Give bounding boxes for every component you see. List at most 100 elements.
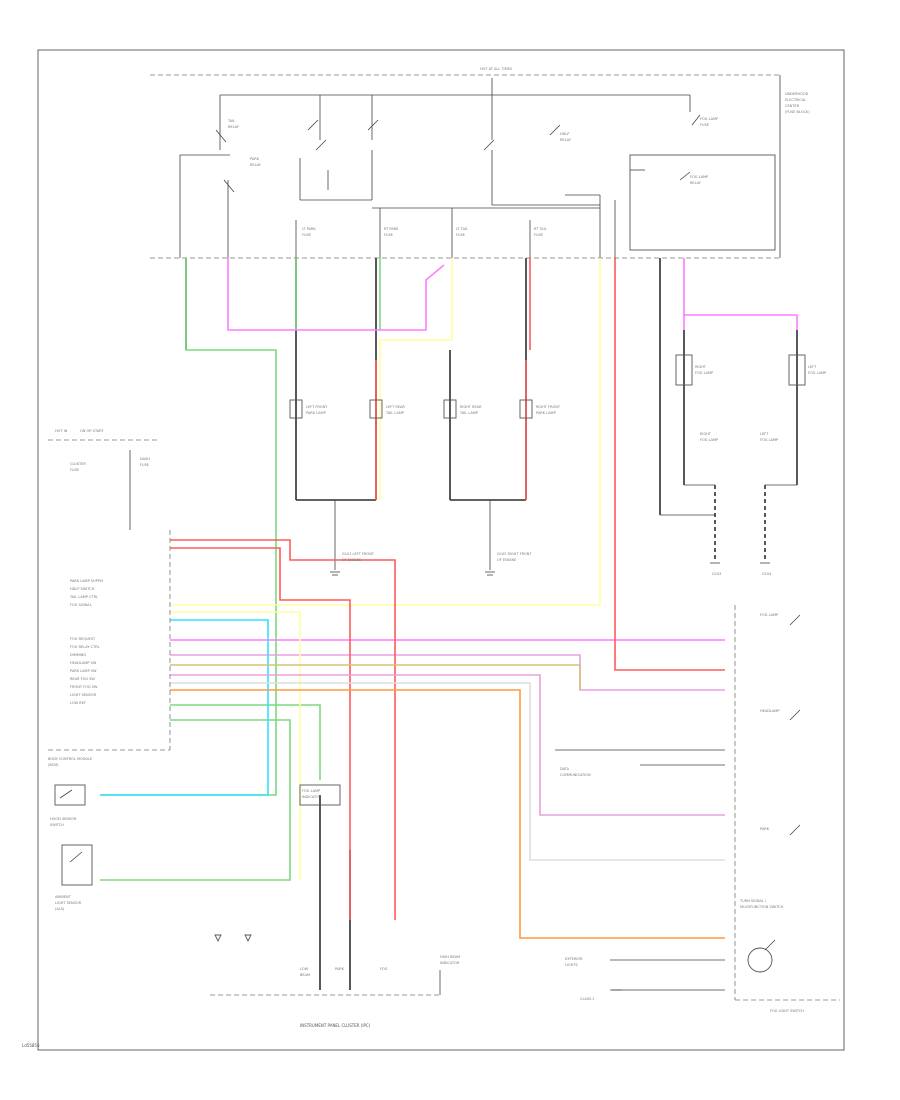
svg-text:HEADLAMP SW: HEADLAMP SW bbox=[70, 661, 97, 665]
svg-text:RT TAIL: RT TAIL bbox=[534, 227, 547, 231]
yellow-wires bbox=[170, 258, 601, 880]
svg-text:HIGH BEAM: HIGH BEAM bbox=[440, 955, 460, 959]
svg-text:PARK LAMP SW: PARK LAMP SW bbox=[70, 669, 97, 673]
svg-text:TAIL LAMP: TAIL LAMP bbox=[385, 411, 404, 415]
svg-text:FOG LAMP: FOG LAMP bbox=[700, 438, 718, 442]
pink-wires bbox=[170, 258, 798, 691]
svg-text:FOG LAMP: FOG LAMP bbox=[760, 438, 778, 442]
svg-text:G102 RIGHT FRONT: G102 RIGHT FRONT bbox=[497, 552, 532, 556]
fog-light-relay-box bbox=[629, 154, 776, 251]
svg-text:FOG LAMP: FOG LAMP bbox=[690, 175, 708, 179]
svg-text:HOOD SENSOR: HOOD SENSOR bbox=[50, 817, 77, 821]
svg-text:FOG LAMP: FOG LAMP bbox=[695, 371, 713, 375]
svg-text:FOG LAMP: FOG LAMP bbox=[760, 613, 778, 617]
svg-text:DASH: DASH bbox=[140, 457, 150, 461]
svg-text:RIGHT: RIGHT bbox=[700, 432, 712, 436]
relay-switch-icon bbox=[215, 114, 701, 193]
svg-text:LIGHT SENSOR: LIGHT SENSOR bbox=[55, 901, 82, 905]
svg-text:TAIL LAMP: TAIL LAMP bbox=[459, 411, 478, 415]
svg-text:FOG REQUEST: FOG REQUEST bbox=[70, 637, 96, 641]
svg-text:PARK: PARK bbox=[760, 827, 770, 831]
switch-icon bbox=[54, 614, 801, 951]
svg-text:LEFT FRONT: LEFT FRONT bbox=[306, 405, 328, 409]
svg-text:FUSE: FUSE bbox=[456, 233, 465, 237]
svg-text:MULTIFUNCTION SWITCH: MULTIFUNCTION SWITCH bbox=[740, 905, 784, 909]
svg-text:HEADLAMP: HEADLAMP bbox=[760, 709, 780, 713]
svg-text:SWITCH: SWITCH bbox=[50, 823, 64, 827]
svg-text:(FUSE BLOCK): (FUSE BLOCK) bbox=[785, 110, 810, 114]
diagram-frame bbox=[37, 49, 845, 1051]
svg-text:G101 LEFT FRONT: G101 LEFT FRONT bbox=[342, 552, 375, 556]
svg-text:TURN SIGNAL /: TURN SIGNAL / bbox=[739, 899, 767, 903]
svg-text:RELAY: RELAY bbox=[560, 138, 572, 142]
svg-text:RT PARK: RT PARK bbox=[384, 227, 399, 231]
svg-text:RIGHT FRONT: RIGHT FRONT bbox=[536, 405, 561, 409]
svg-text:(ALS): (ALS) bbox=[55, 907, 65, 911]
svg-text:FUSE: FUSE bbox=[534, 233, 543, 237]
svg-text:CENTER: CENTER bbox=[785, 104, 800, 108]
svg-text:HDLP: HDLP bbox=[560, 132, 569, 136]
svg-text:RELAY: RELAY bbox=[250, 163, 262, 167]
svg-text:CLUSTER: CLUSTER bbox=[70, 462, 86, 466]
svg-text:RIGHT REAR: RIGHT REAR bbox=[460, 405, 482, 409]
svg-text:FUSE: FUSE bbox=[302, 233, 311, 237]
svg-text:(BCM): (BCM) bbox=[48, 763, 59, 767]
svg-text:FUSE: FUSE bbox=[384, 233, 393, 237]
svg-text:OF ENGINE: OF ENGINE bbox=[497, 558, 516, 562]
lamp-labels: LEFT FRONT PARK LAMP LEFT REAR TAIL LAMP… bbox=[306, 365, 826, 442]
svg-text:AMBIENT: AMBIENT bbox=[55, 895, 72, 899]
svg-text:RELAY: RELAY bbox=[690, 181, 702, 185]
svg-text:LIGHT SENSOR: LIGHT SENSOR bbox=[70, 693, 97, 697]
svg-text:TAIL LAMP CTRL: TAIL LAMP CTRL bbox=[69, 595, 98, 599]
svg-text:LEFT: LEFT bbox=[808, 365, 817, 369]
svg-text:FOG RELAY CTRL: FOG RELAY CTRL bbox=[70, 645, 100, 649]
svg-text:LT PARK: LT PARK bbox=[302, 227, 316, 231]
right-switch-area: FOG LAMP HEADLAMP PARK TURN SIGNAL / MUL… bbox=[555, 605, 840, 1001]
svg-text:EXTERIOR: EXTERIOR bbox=[565, 957, 583, 961]
svg-text:FOG: FOG bbox=[380, 967, 388, 971]
fuse-block bbox=[150, 74, 781, 259]
svg-text:ELECTRICAL: ELECTRICAL bbox=[785, 98, 806, 102]
red-wires bbox=[170, 258, 725, 920]
diode-icon bbox=[214, 934, 252, 943]
svg-text:HDLP SWITCH: HDLP SWITCH bbox=[70, 587, 95, 591]
svg-text:ON OR START: ON OR START bbox=[80, 429, 104, 433]
svg-text:RELAY: RELAY bbox=[228, 125, 240, 129]
svg-text:DIMMING: DIMMING bbox=[70, 653, 86, 657]
fog-light-switch-label: FOG LIGHT SWITCH bbox=[770, 1009, 804, 1013]
light-switch-block: HOT IN ON OR START CLUSTER FUSE DASH FUS… bbox=[48, 429, 160, 472]
svg-text:LOW: LOW bbox=[300, 967, 309, 971]
instrument-cluster: LOW BEAM PARK FOG HIGH BEAM INDICATOR FO… bbox=[210, 784, 460, 996]
svg-text:FRONT FOG SW: FRONT FOG SW bbox=[70, 685, 98, 689]
svg-text:LOW REF: LOW REF bbox=[70, 701, 86, 705]
svg-text:LEFT: LEFT bbox=[760, 432, 769, 436]
svg-text:PARK LAMP: PARK LAMP bbox=[536, 411, 556, 415]
svg-text:PARK LAMP SUPPLY: PARK LAMP SUPPLY bbox=[70, 579, 104, 583]
svg-text:LEFT REAR: LEFT REAR bbox=[386, 405, 405, 409]
body-control-module: BODY CONTROL MODULE (BCM) PARK LAMP SUPP… bbox=[48, 530, 171, 767]
svg-text:PARK: PARK bbox=[250, 157, 260, 161]
fuse-block-text: HOT AT ALL TIMES UNDERHOOD ELECTRICAL CE… bbox=[227, 67, 810, 237]
svg-text:CLASS 2: CLASS 2 bbox=[580, 997, 595, 1001]
svg-text:FOG LAMP: FOG LAMP bbox=[700, 117, 718, 121]
svg-text:DATA: DATA bbox=[560, 767, 570, 771]
svg-text:BEAM: BEAM bbox=[300, 973, 310, 977]
svg-text:LT TAIL: LT TAIL bbox=[456, 227, 468, 231]
svg-text:FOG LAMP: FOG LAMP bbox=[808, 371, 826, 375]
svg-text:UNDERHOOD: UNDERHOOD bbox=[785, 92, 809, 96]
cyan-wires bbox=[100, 619, 269, 796]
svg-text:PARK LAMP: PARK LAMP bbox=[306, 411, 326, 415]
svg-text:FUSE: FUSE bbox=[70, 468, 79, 472]
green-wires bbox=[100, 258, 381, 881]
svg-text:HOT AT ALL TIMES: HOT AT ALL TIMES bbox=[480, 67, 513, 71]
svg-text:FOG LAMP: FOG LAMP bbox=[302, 789, 320, 793]
svg-text:G103: G103 bbox=[712, 572, 721, 576]
svg-text:OF ENGINE: OF ENGINE bbox=[342, 558, 361, 562]
svg-text:TAIL: TAIL bbox=[227, 119, 235, 123]
bulb-icon bbox=[289, 354, 806, 973]
svg-text:INDICATOR: INDICATOR bbox=[302, 795, 322, 799]
svg-text:PARK: PARK bbox=[335, 967, 345, 971]
svg-text:G104: G104 bbox=[762, 572, 772, 576]
svg-text:BODY CONTROL MODULE: BODY CONTROL MODULE bbox=[48, 757, 92, 761]
